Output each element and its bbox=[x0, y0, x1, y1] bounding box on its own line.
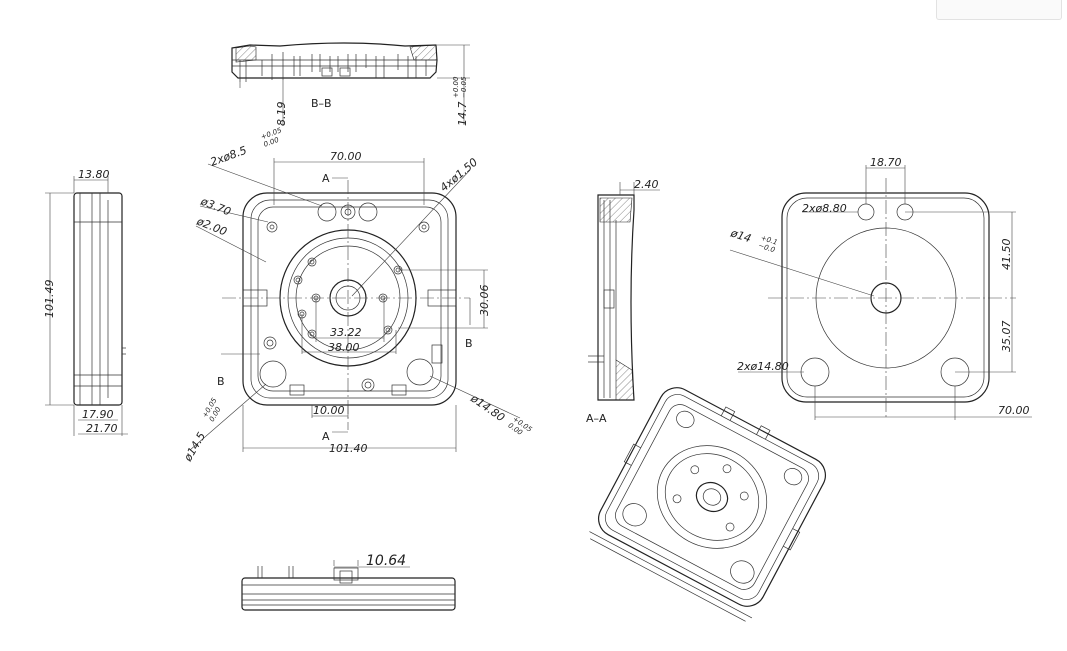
bb-section-label: B–B bbox=[311, 97, 332, 110]
front-section-b-right: B bbox=[465, 337, 473, 350]
rear-v4150-dim: 41.50 bbox=[1000, 239, 1013, 271]
front-top-width-dim: 70.00 bbox=[330, 150, 362, 163]
front-section-a-top: A bbox=[322, 172, 330, 185]
front-overall-width-dim: 101.40 bbox=[329, 442, 368, 455]
rear-small-holes-dim: 2xø8.80 bbox=[802, 202, 847, 215]
section-view-bb bbox=[231, 42, 470, 125]
front-d145-dim: ø14.5 bbox=[181, 430, 208, 464]
bb-height-tol-upper: +0.00 bbox=[452, 76, 460, 98]
bb-depth-dim: 8.19 bbox=[275, 102, 288, 127]
side-dim-2170: 21.70 bbox=[86, 422, 118, 435]
rear-bottom-dim: 70.00 bbox=[998, 404, 1030, 417]
front-section-b-left: B bbox=[217, 375, 225, 388]
side-view-left bbox=[45, 176, 128, 436]
front-d370-dim: ø3.70 bbox=[198, 194, 233, 218]
bottom-slot-dim: 10.64 bbox=[366, 553, 406, 569]
front-d200-dim: ø2.00 bbox=[194, 214, 229, 238]
aa-top-dim: 2.40 bbox=[634, 178, 659, 191]
rear-view bbox=[729, 165, 1032, 420]
aa-section-label: A–A bbox=[586, 412, 607, 425]
section-view-aa bbox=[588, 182, 660, 401]
front-holes-2x-dim: 2xø8.5 bbox=[209, 144, 249, 169]
front-d1480-dim: ø14.80 bbox=[467, 391, 507, 424]
front-section-a-bottom: A bbox=[322, 430, 330, 443]
bb-height-tol-lower: −0.05 bbox=[460, 76, 468, 98]
front-dim-3322: 33.22 bbox=[330, 326, 362, 339]
rear-v3507-dim: 35.07 bbox=[1000, 321, 1013, 353]
rear-center-dim: ø14 bbox=[728, 226, 753, 245]
front-dim-3800: 38.00 bbox=[328, 341, 360, 354]
rear-top-dim: 18.70 bbox=[870, 156, 902, 169]
corner-toolbar-box bbox=[936, 0, 1062, 20]
side-top-dim: 13.80 bbox=[78, 168, 110, 181]
side-height-dim: 101.49 bbox=[43, 280, 56, 319]
bottom-view bbox=[241, 560, 456, 611]
front-holes-4x-dim: 4xø1.50 bbox=[438, 156, 481, 195]
rear-big-holes-dim: 2xø14.80 bbox=[737, 360, 789, 373]
front-dim-1000: 10.00 bbox=[313, 404, 345, 417]
side-dim-1790: 17.90 bbox=[82, 408, 114, 421]
front-vert-3006-dim: 30.06 bbox=[478, 285, 491, 317]
isometric-view bbox=[589, 387, 826, 622]
front-view bbox=[189, 158, 521, 452]
bb-height-dim: 14.7 bbox=[456, 102, 469, 127]
